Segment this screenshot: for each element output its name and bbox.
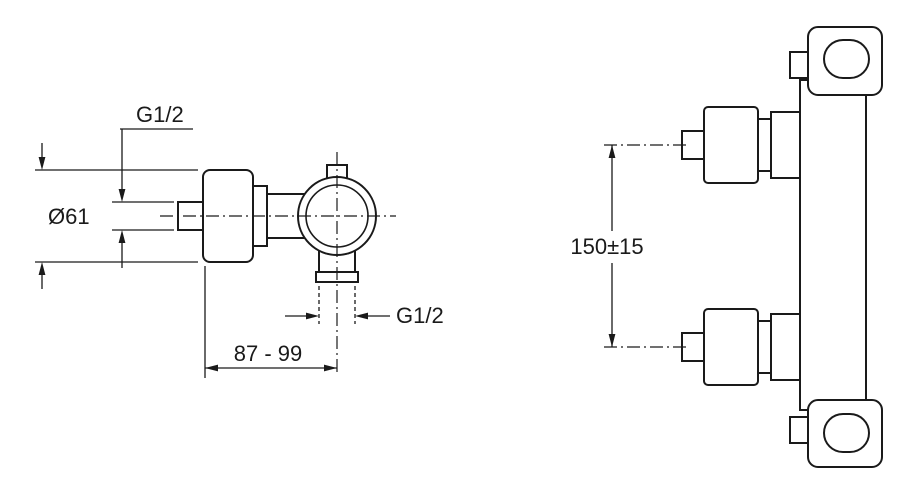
top-connector (681, 106, 801, 184)
connection-spacing-dimension: 150±15 (570, 145, 644, 347)
outlet-thread-dimension: G1/2 (285, 286, 444, 328)
bottom-connector (681, 308, 801, 386)
wall-distance-label: 87 - 99 (234, 341, 303, 366)
bottom-connector-neck (757, 320, 772, 374)
bottom-connector-knob (703, 308, 759, 386)
arrow-left-icon (205, 364, 218, 372)
front-view: 150±15 (570, 26, 883, 468)
arrow-down-icon (38, 157, 46, 170)
inlet-thread-dimension: G1/2 (112, 102, 193, 268)
top-connector-neck (757, 118, 772, 172)
bottom-plate-slot (823, 413, 870, 453)
wall-distance-dimension: 87 - 99 (204, 266, 337, 378)
escutcheon-diameter-dimension: Ø61 (35, 143, 198, 289)
top-plate-slot (823, 39, 870, 79)
outlet-thread-label: G1/2 (396, 303, 444, 328)
arrow-down-icon (608, 334, 616, 347)
inlet-thread-label: G1/2 (136, 102, 184, 127)
arrow-up-icon (118, 230, 126, 243)
arrow-left-icon (355, 312, 368, 320)
top-connector-flange (770, 111, 801, 179)
arrow-up-icon (608, 145, 616, 158)
escutcheon-diameter-label: Ø61 (48, 204, 90, 229)
arrow-down-icon (118, 189, 126, 202)
bottom-connector-flange (770, 313, 801, 381)
side-view: Ø61 G1/2 G1/2 8 (35, 102, 444, 378)
connection-spacing-label: 150±15 (570, 234, 643, 259)
arrow-up-icon (38, 262, 46, 275)
arrow-right-icon (324, 364, 337, 372)
mixer-body (799, 79, 867, 411)
top-connector-knob (703, 106, 759, 184)
arrow-right-icon (306, 312, 319, 320)
